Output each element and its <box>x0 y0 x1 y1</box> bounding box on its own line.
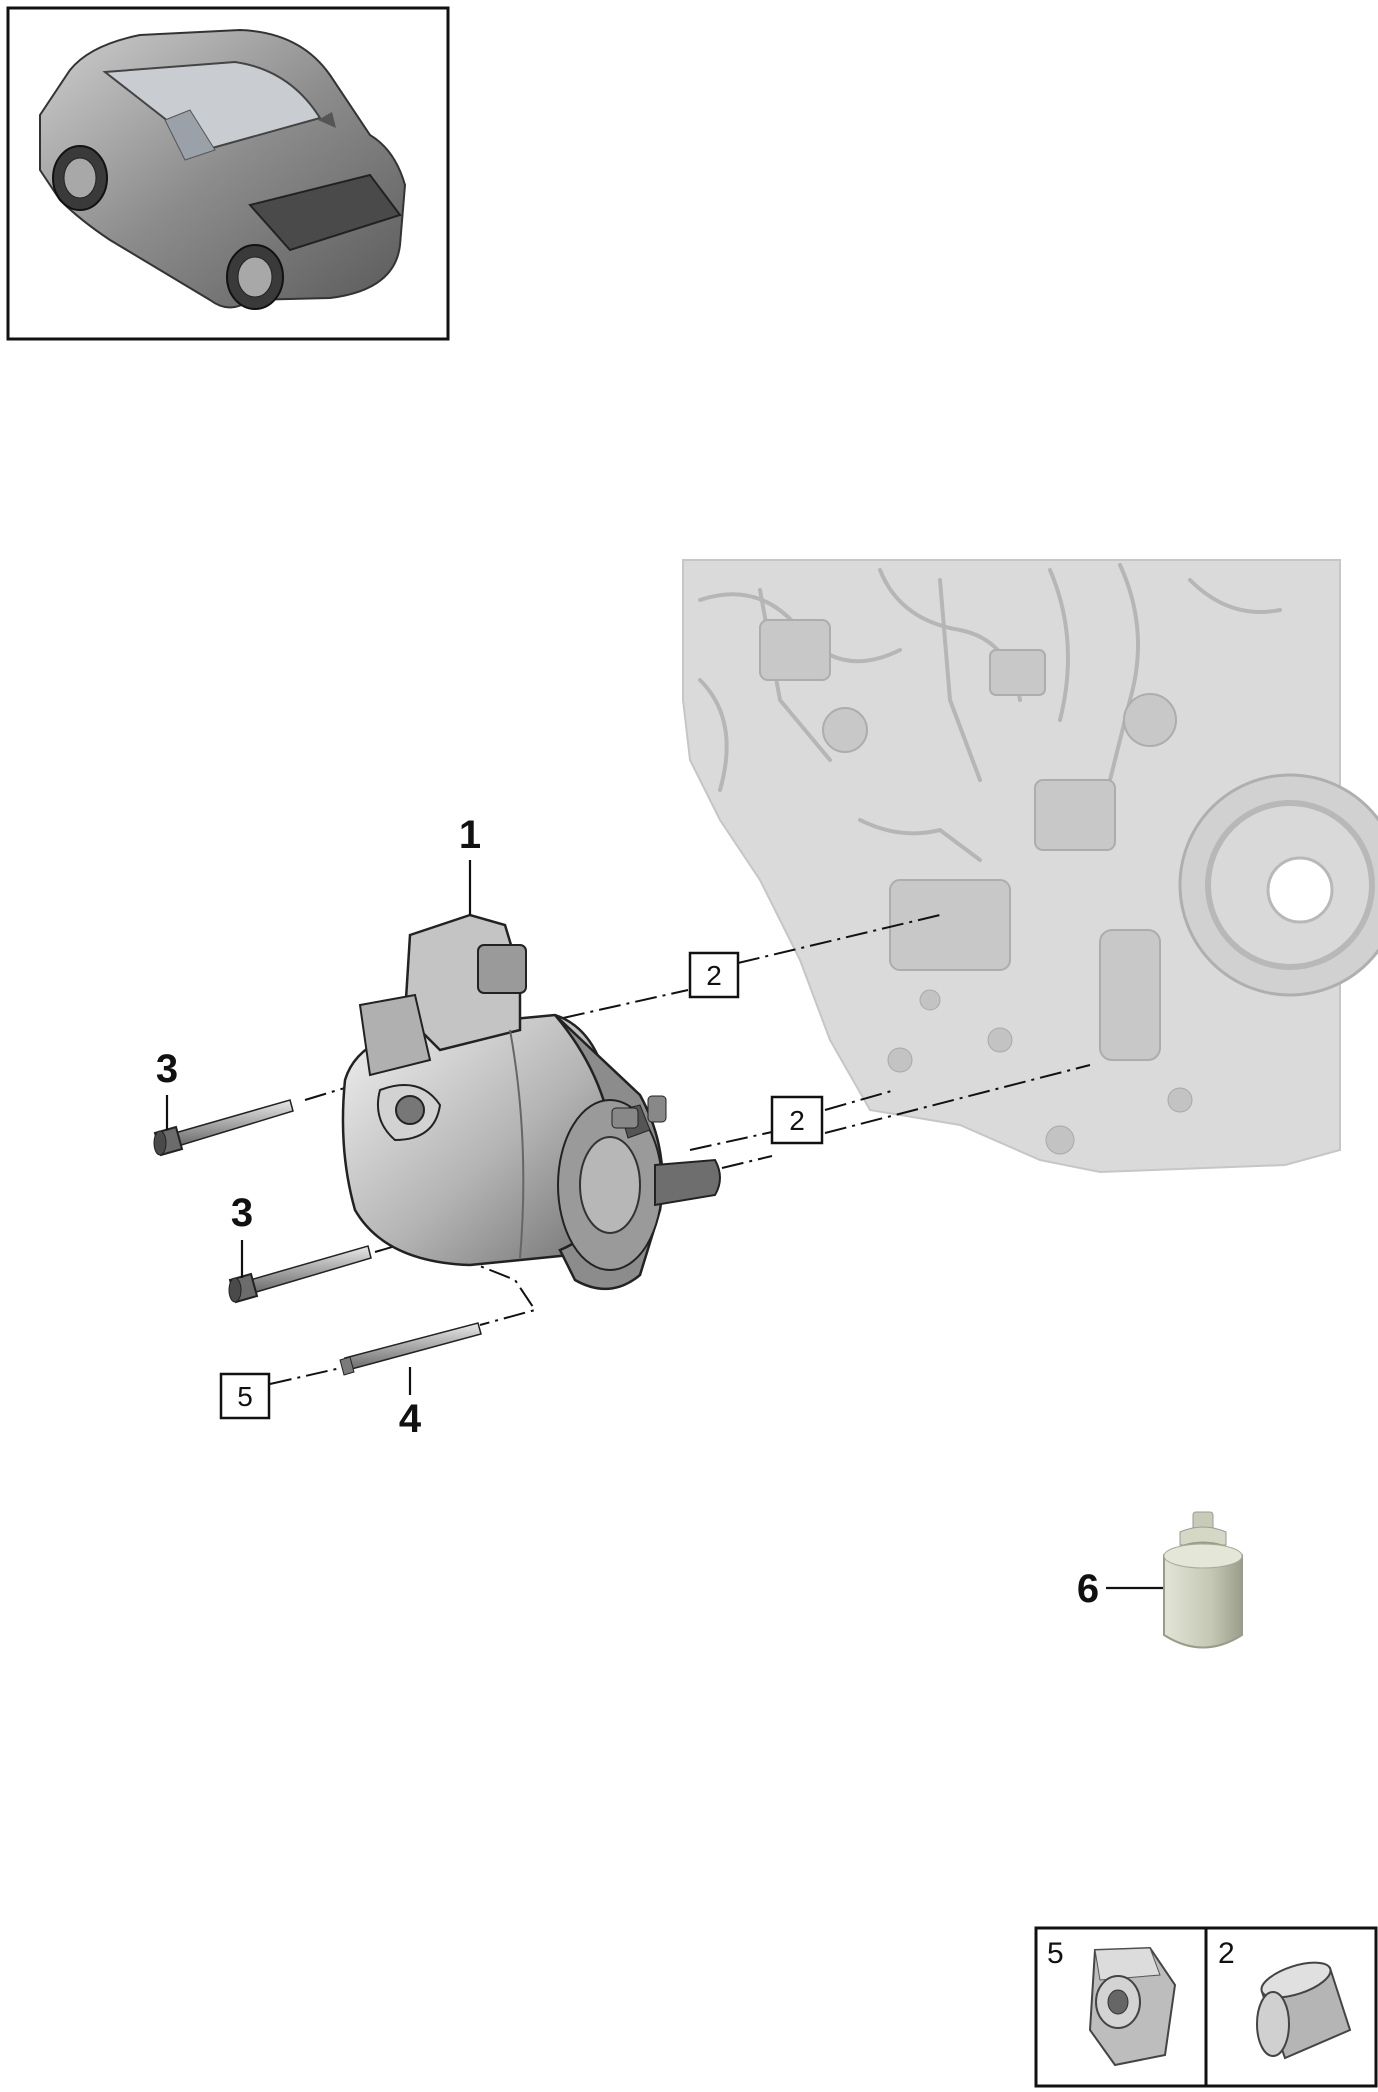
callout-3-lower: 3 <box>231 1191 253 1235</box>
ref-box-2-upper: 2 <box>688 951 740 999</box>
vehicle-thumbnail <box>6 6 450 341</box>
car-image <box>39 28 407 310</box>
leader-lines <box>165 860 1163 1590</box>
ref-box-5: 5 <box>219 1372 271 1420</box>
reference-boxes: 2 2 5 <box>219 951 824 1420</box>
ref-2-lower-label: 2 <box>789 1105 805 1136</box>
legend-5-label: 5 <box>1047 1937 1064 1970</box>
legend-2-label: 2 <box>1218 1937 1235 1970</box>
callout-labels: 1 3 3 4 6 <box>156 813 1099 1611</box>
nut-icon <box>1088 1946 1177 2067</box>
ref-box-2-lower: 2 <box>770 1095 824 1145</box>
oil-container <box>1163 1511 1243 1649</box>
bolt-lower <box>228 1245 372 1304</box>
bushing-icon <box>1256 1961 1352 2060</box>
engine-block <box>682 559 1378 1174</box>
ac-compressor <box>341 913 721 1291</box>
ref-2-upper-label: 2 <box>706 960 722 991</box>
callout-1: 1 <box>459 813 481 857</box>
stud <box>339 1322 482 1376</box>
callout-3-upper: 3 <box>156 1047 178 1091</box>
callout-6: 6 <box>1077 1567 1099 1611</box>
callout-4: 4 <box>399 1397 422 1441</box>
ref-5-label: 5 <box>237 1381 253 1412</box>
legend-panel: 5 2 <box>1034 1926 1378 2088</box>
bolt-upper <box>153 1099 294 1157</box>
